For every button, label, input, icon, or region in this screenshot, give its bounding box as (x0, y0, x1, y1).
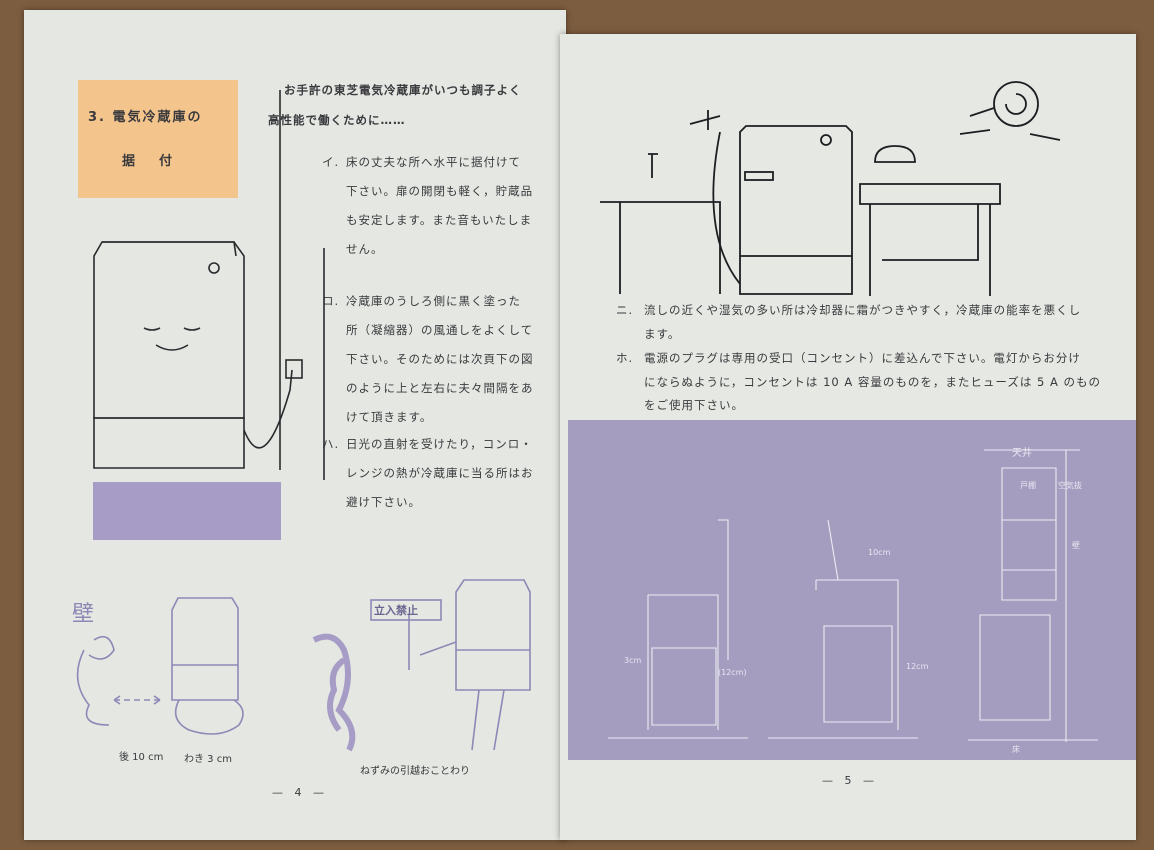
ceiling-label: 天井 (1012, 448, 1032, 459)
item-line: けて頂きます。 (346, 410, 433, 424)
no-entry-sign-label: 立入禁止 (374, 604, 418, 617)
section-heading-line1: 3. 電気冷蔵庫の (88, 110, 203, 125)
item-line: 下さい。そのためには次頁下の図 (346, 352, 534, 366)
item-line: レンジの熱が冷蔵庫に当る所はお (346, 466, 534, 480)
dimension-12cm-paren: (12cm) (718, 668, 747, 677)
item-mark: ロ. (322, 294, 340, 308)
intro-line: お手許の東芝電気冷蔵庫がいつも調子よく (284, 83, 522, 97)
item-line: 床の丈夫な所へ水平に据付けて (346, 155, 521, 169)
item-line: 避け下さい。 (346, 495, 421, 509)
item-line: をご使用下さい。 (644, 398, 744, 412)
side-gap-label: わき 3 cm (184, 754, 232, 765)
mouse-caption: ねずみの引越おことわり (360, 766, 470, 777)
refrigerator-illustration (76, 90, 531, 752)
section-heading-box: 3. 電気冷蔵庫の 据付 (78, 80, 238, 198)
air-vent-label: 空気抜 (1058, 481, 1082, 490)
item-line: のように上と左右に夫々間隔をあ (346, 381, 534, 395)
section-heading-line2: 据付 (122, 154, 197, 169)
item-line: 所（凝縮器）の風通しをよくして (346, 323, 534, 337)
right-page: ニ. 流しの近くや湿気の多い所は冷却器に霜がつきやすく，冷蔵庫の能率を悪くし ま… (560, 34, 1136, 840)
item-line: 電源のプラグは専用の受口（コンセント）に差込んで下さい。電灯からお分け (644, 351, 1081, 365)
item-mark: ホ. (616, 351, 634, 365)
wall-label: 壁 (1072, 541, 1080, 550)
page-number: — 5 — (822, 774, 878, 787)
item-line: 流しの近くや湿気の多い所は冷却器に霜がつきやすく，冷蔵庫の能率を悪くし (644, 303, 1082, 317)
item-line: ます。 (644, 327, 681, 341)
item-line: 下さい。扉の開閉も軽く，貯蔵品 (346, 184, 534, 198)
item-line: 冷蔵庫のうしろ側に黒く塗った (346, 294, 521, 308)
dimension-12cm: 12cm (906, 662, 929, 671)
kitchen-illustration (600, 81, 1061, 296)
clearance-diagram (608, 449, 1098, 742)
item-line: 日光の直射を受けたり，コンロ・ (346, 437, 533, 451)
left-page: 3. 電気冷蔵庫の 据付 お手許の東芝電気冷蔵庫がいつも調子よく 高性能で働くた… (24, 10, 566, 840)
item-mark: ニ. (616, 303, 634, 317)
item-mark: ハ. (322, 437, 340, 451)
item-line: せん。 (346, 242, 384, 256)
intro-line: 高性能で働くために…… (268, 113, 406, 127)
item-line: も安定します。また音もいたしま (346, 213, 533, 227)
floor-label: 床 (1012, 745, 1020, 754)
back-gap-label: 後 10 cm (119, 752, 164, 763)
item-mark: イ. (322, 155, 340, 169)
floor-shading (93, 482, 281, 540)
cupboard-label: 戸棚 (1020, 481, 1036, 490)
clearance-diagram-panel: 天井 戸棚 空気抜 壁 床 (12cm) 12cm 3cm 10cm (568, 420, 1136, 760)
wall-label: 壁 (72, 602, 95, 627)
item-line: にならぬように，コンセントは 10 A 容量のものを，またヒューズは 5 A の… (644, 375, 1101, 389)
dimension-10cm: 10cm (868, 548, 891, 557)
dimension-3cm: 3cm (624, 656, 642, 665)
page-number: — 4 — (272, 786, 328, 799)
